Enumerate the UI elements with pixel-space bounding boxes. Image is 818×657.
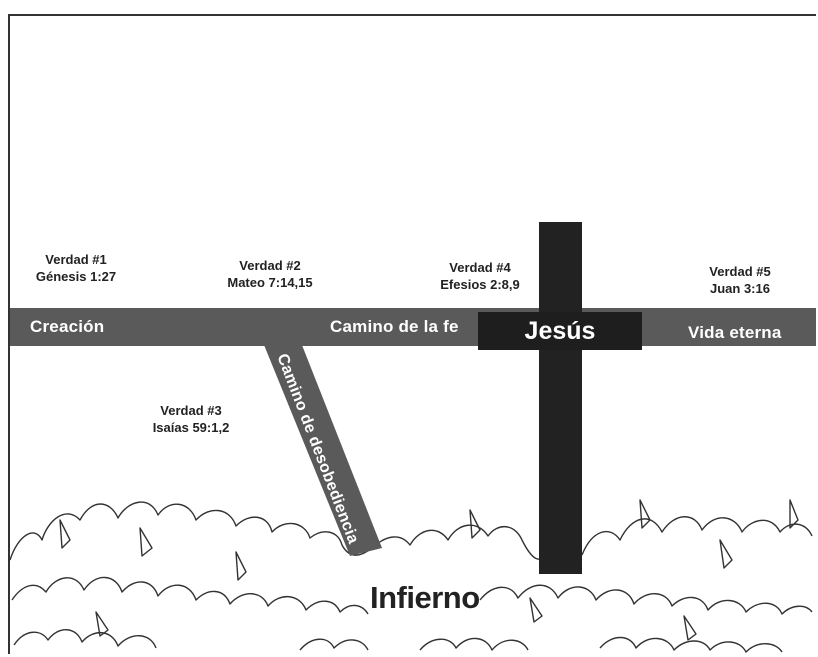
truth-2: Verdad #2 Mateo 7:14,15 [210,257,330,291]
cross-vertical-beam [539,222,582,574]
flame-outline-5 [479,584,813,615]
truth-1-ref: Génesis 1:27 [35,269,117,284]
eternal-life-label: Vida eterna [688,323,782,342]
truth-4: Verdad #4 Efesios 2:8,9 [420,259,540,293]
flame-tongue-10 [529,597,543,623]
truth-3-title: Verdad #3 [160,403,222,418]
truth-4-title: Verdad #4 [449,260,511,275]
flame-tongue-6 [719,539,733,569]
cross-horizontal-beam [478,312,642,350]
flame-tongue-5 [639,499,651,529]
truth-1-title: Verdad #1 [45,252,107,267]
flame-outline-6 [13,629,783,653]
flame-outline-1 [9,501,373,561]
main-road [10,308,816,346]
truth-3-ref: Isaías 59:1,2 [152,420,230,435]
hell-label: Infierno [370,580,480,615]
flame-tongue-7 [789,499,799,529]
jesus-label: Jesús [524,317,596,345]
flame-outline-4 [11,576,369,615]
flame-tongue-2 [139,527,153,557]
diagram-frame [8,14,816,654]
flame-tongue-1 [59,519,71,549]
flame-outline-2 [371,524,549,560]
flame-tongue-3 [235,551,247,581]
faith-path-label: Camino de la fe [330,317,459,336]
truth-5: Verdad #5 Juan 3:16 [690,263,790,297]
truth-5-ref: Juan 3:16 [710,281,770,296]
truth-2-ref: Mateo 7:14,15 [227,275,313,290]
flame-outline-3 [581,516,813,556]
flame-tongue-8 [95,611,109,637]
truth-1: Verdad #1 Génesis 1:27 [26,251,126,285]
flame-tongue-4 [469,509,481,539]
flame-tongue-9 [683,615,697,641]
truth-5-title: Verdad #5 [709,264,771,279]
creation-label: Creación [30,317,105,336]
truth-4-ref: Efesios 2:8,9 [440,277,520,292]
truth-2-title: Verdad #2 [239,258,301,273]
truth-3: Verdad #3 Isaías 59:1,2 [136,402,246,436]
